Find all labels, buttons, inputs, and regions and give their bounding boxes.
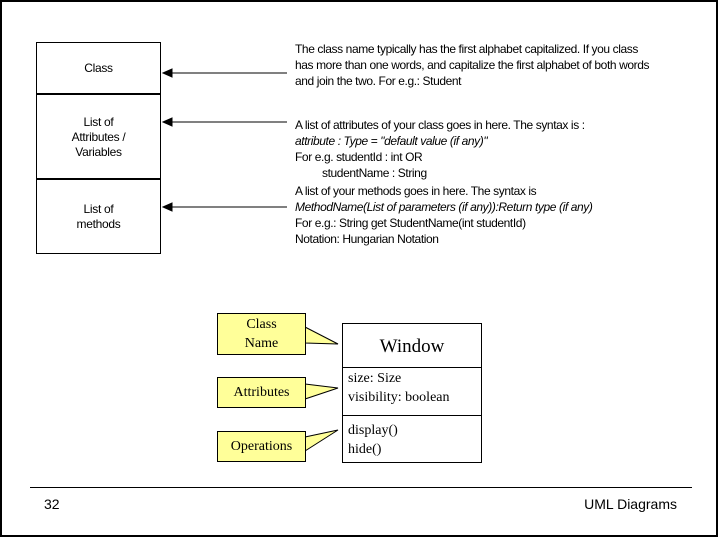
operations-list: display() hide(): [343, 421, 481, 459]
attributes-cell: List of Attributes / Variables: [71, 114, 126, 159]
callout-pointers: [304, 326, 339, 452]
class-template-box: Class List of Attributes / Variables Lis…: [36, 42, 161, 254]
attributes-list: size: Size visibility: boolean: [343, 369, 481, 407]
divider: [37, 178, 160, 180]
attribute: visibility: boolean: [348, 390, 450, 405]
arrow-class: [161, 68, 287, 78]
footer-divider: [30, 487, 692, 488]
attributes-syntax: attribute : Type = "default value (if an…: [295, 134, 488, 148]
methods-description: A list of your methods goes in here. The…: [295, 183, 655, 257]
attribute: size: Size: [348, 371, 402, 386]
callout-class-name: Class Name: [217, 313, 306, 355]
divider: [37, 93, 160, 95]
attributes-example: studentName : String: [322, 166, 427, 180]
attributes-example: For e.g. studentId : int OR: [295, 150, 423, 164]
arrow-attributes: [161, 117, 287, 127]
class-name: Window: [379, 335, 445, 357]
methods-notation: Notation: Hungarian Notation: [295, 232, 439, 246]
callout-attributes: Attributes: [217, 377, 306, 408]
methods-cell: List of methods: [76, 202, 121, 231]
window-class-box: Window size: Size visibility: boolean di…: [342, 323, 482, 463]
operation: hide(): [348, 442, 382, 457]
operation: display(): [348, 423, 398, 438]
divider: [343, 415, 481, 416]
arrow-methods: [161, 202, 287, 212]
footer-title: UML Diagrams: [584, 496, 677, 512]
methods-example: For e.g.: String get StudentName(int stu…: [295, 216, 526, 230]
methods-intro: A list of your methods goes in here. The…: [295, 184, 537, 198]
page-number: 32: [44, 496, 60, 512]
callout-operations: Operations: [217, 431, 306, 462]
attributes-intro: A list of attributes of your class goes …: [295, 118, 585, 132]
divider: [343, 367, 481, 368]
attributes-description: A list of attributes of your class goes …: [295, 117, 655, 181]
methods-syntax: MethodName(List of parameters (if any)):…: [295, 200, 593, 214]
class-description: The class name typically has the first a…: [295, 42, 650, 88]
class-name-cell: Class: [84, 60, 113, 75]
